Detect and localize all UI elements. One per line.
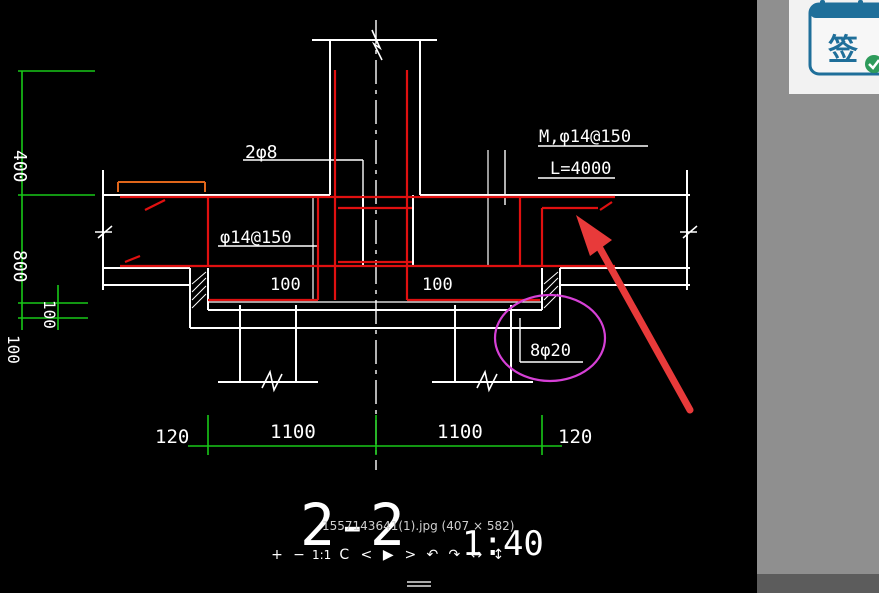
dim-label-100a: 100 <box>40 300 59 329</box>
image-viewer: 400 800 100 100 2φ8 φ14@150 100 100 M,φ1… <box>4 20 698 590</box>
hatch-left <box>191 271 559 309</box>
scale-label: 1:40 <box>462 524 544 564</box>
length-note: L=4000 <box>550 159 611 179</box>
side-panel-footer <box>757 574 879 593</box>
play-button[interactable]: ▶ <box>382 547 394 563</box>
sign-in-calendar-icon[interactable]: 签 <box>808 0 879 78</box>
dim-label-120-right: 120 <box>558 426 592 448</box>
dim-bottom <box>188 415 562 455</box>
cad-drawing: 400 800 100 100 2φ8 φ14@150 100 100 M,φ1… <box>4 20 698 564</box>
side-panel <box>757 0 879 593</box>
dim-label-800: 800 <box>9 250 30 283</box>
dim-label-1100-right: 1100 <box>437 421 483 443</box>
image-caption: 1557143641(1).jpg (407 × 582) <box>322 519 515 533</box>
rebar-label-2phi8: 2φ8 <box>245 142 278 163</box>
dim-label-120-left: 120 <box>155 426 189 448</box>
column-outline <box>95 29 698 393</box>
rebar-orange <box>117 181 206 192</box>
gap-label-right: 100 <box>422 275 453 295</box>
dim-label-100b: 100 <box>4 335 23 364</box>
pile-rebar-label: 8φ20 <box>530 341 571 361</box>
highlight-circle <box>493 293 607 383</box>
dim-label-400: 400 <box>9 150 30 183</box>
svg-text:签: 签 <box>828 33 858 68</box>
rotate-left-button[interactable]: ↶ <box>426 547 439 563</box>
rotate-button[interactable]: C <box>339 547 350 563</box>
dim-label-1100-left: 1100 <box>270 421 316 443</box>
viewer-toolbar: + − 1:1 C < ▶ > ↶ ↷ ↔ ↕ <box>268 544 507 566</box>
rebar-label-m-phi14: M,φ14@150 <box>539 127 631 147</box>
dim-left <box>18 70 95 330</box>
rotate-right-button[interactable]: ↷ <box>448 547 461 563</box>
prev-button[interactable]: < <box>360 547 373 563</box>
next-button[interactable]: > <box>404 547 417 563</box>
thumbnail-indicator-icon[interactable] <box>406 578 432 590</box>
section-title: 2-2 <box>300 491 405 559</box>
actual-size-button[interactable]: 1:1 <box>312 548 332 562</box>
zoom-out-button[interactable]: − <box>293 547 305 563</box>
flip-vertical-button[interactable]: ↕ <box>492 547 505 563</box>
rebar-label-phi14: φ14@150 <box>220 228 292 248</box>
zoom-in-button[interactable]: + <box>271 547 283 563</box>
rebar-lines <box>120 70 615 302</box>
flip-horizontal-button[interactable]: ↔ <box>470 547 483 563</box>
annotation-arrow <box>576 215 694 414</box>
gap-label-left: 100 <box>270 275 301 295</box>
